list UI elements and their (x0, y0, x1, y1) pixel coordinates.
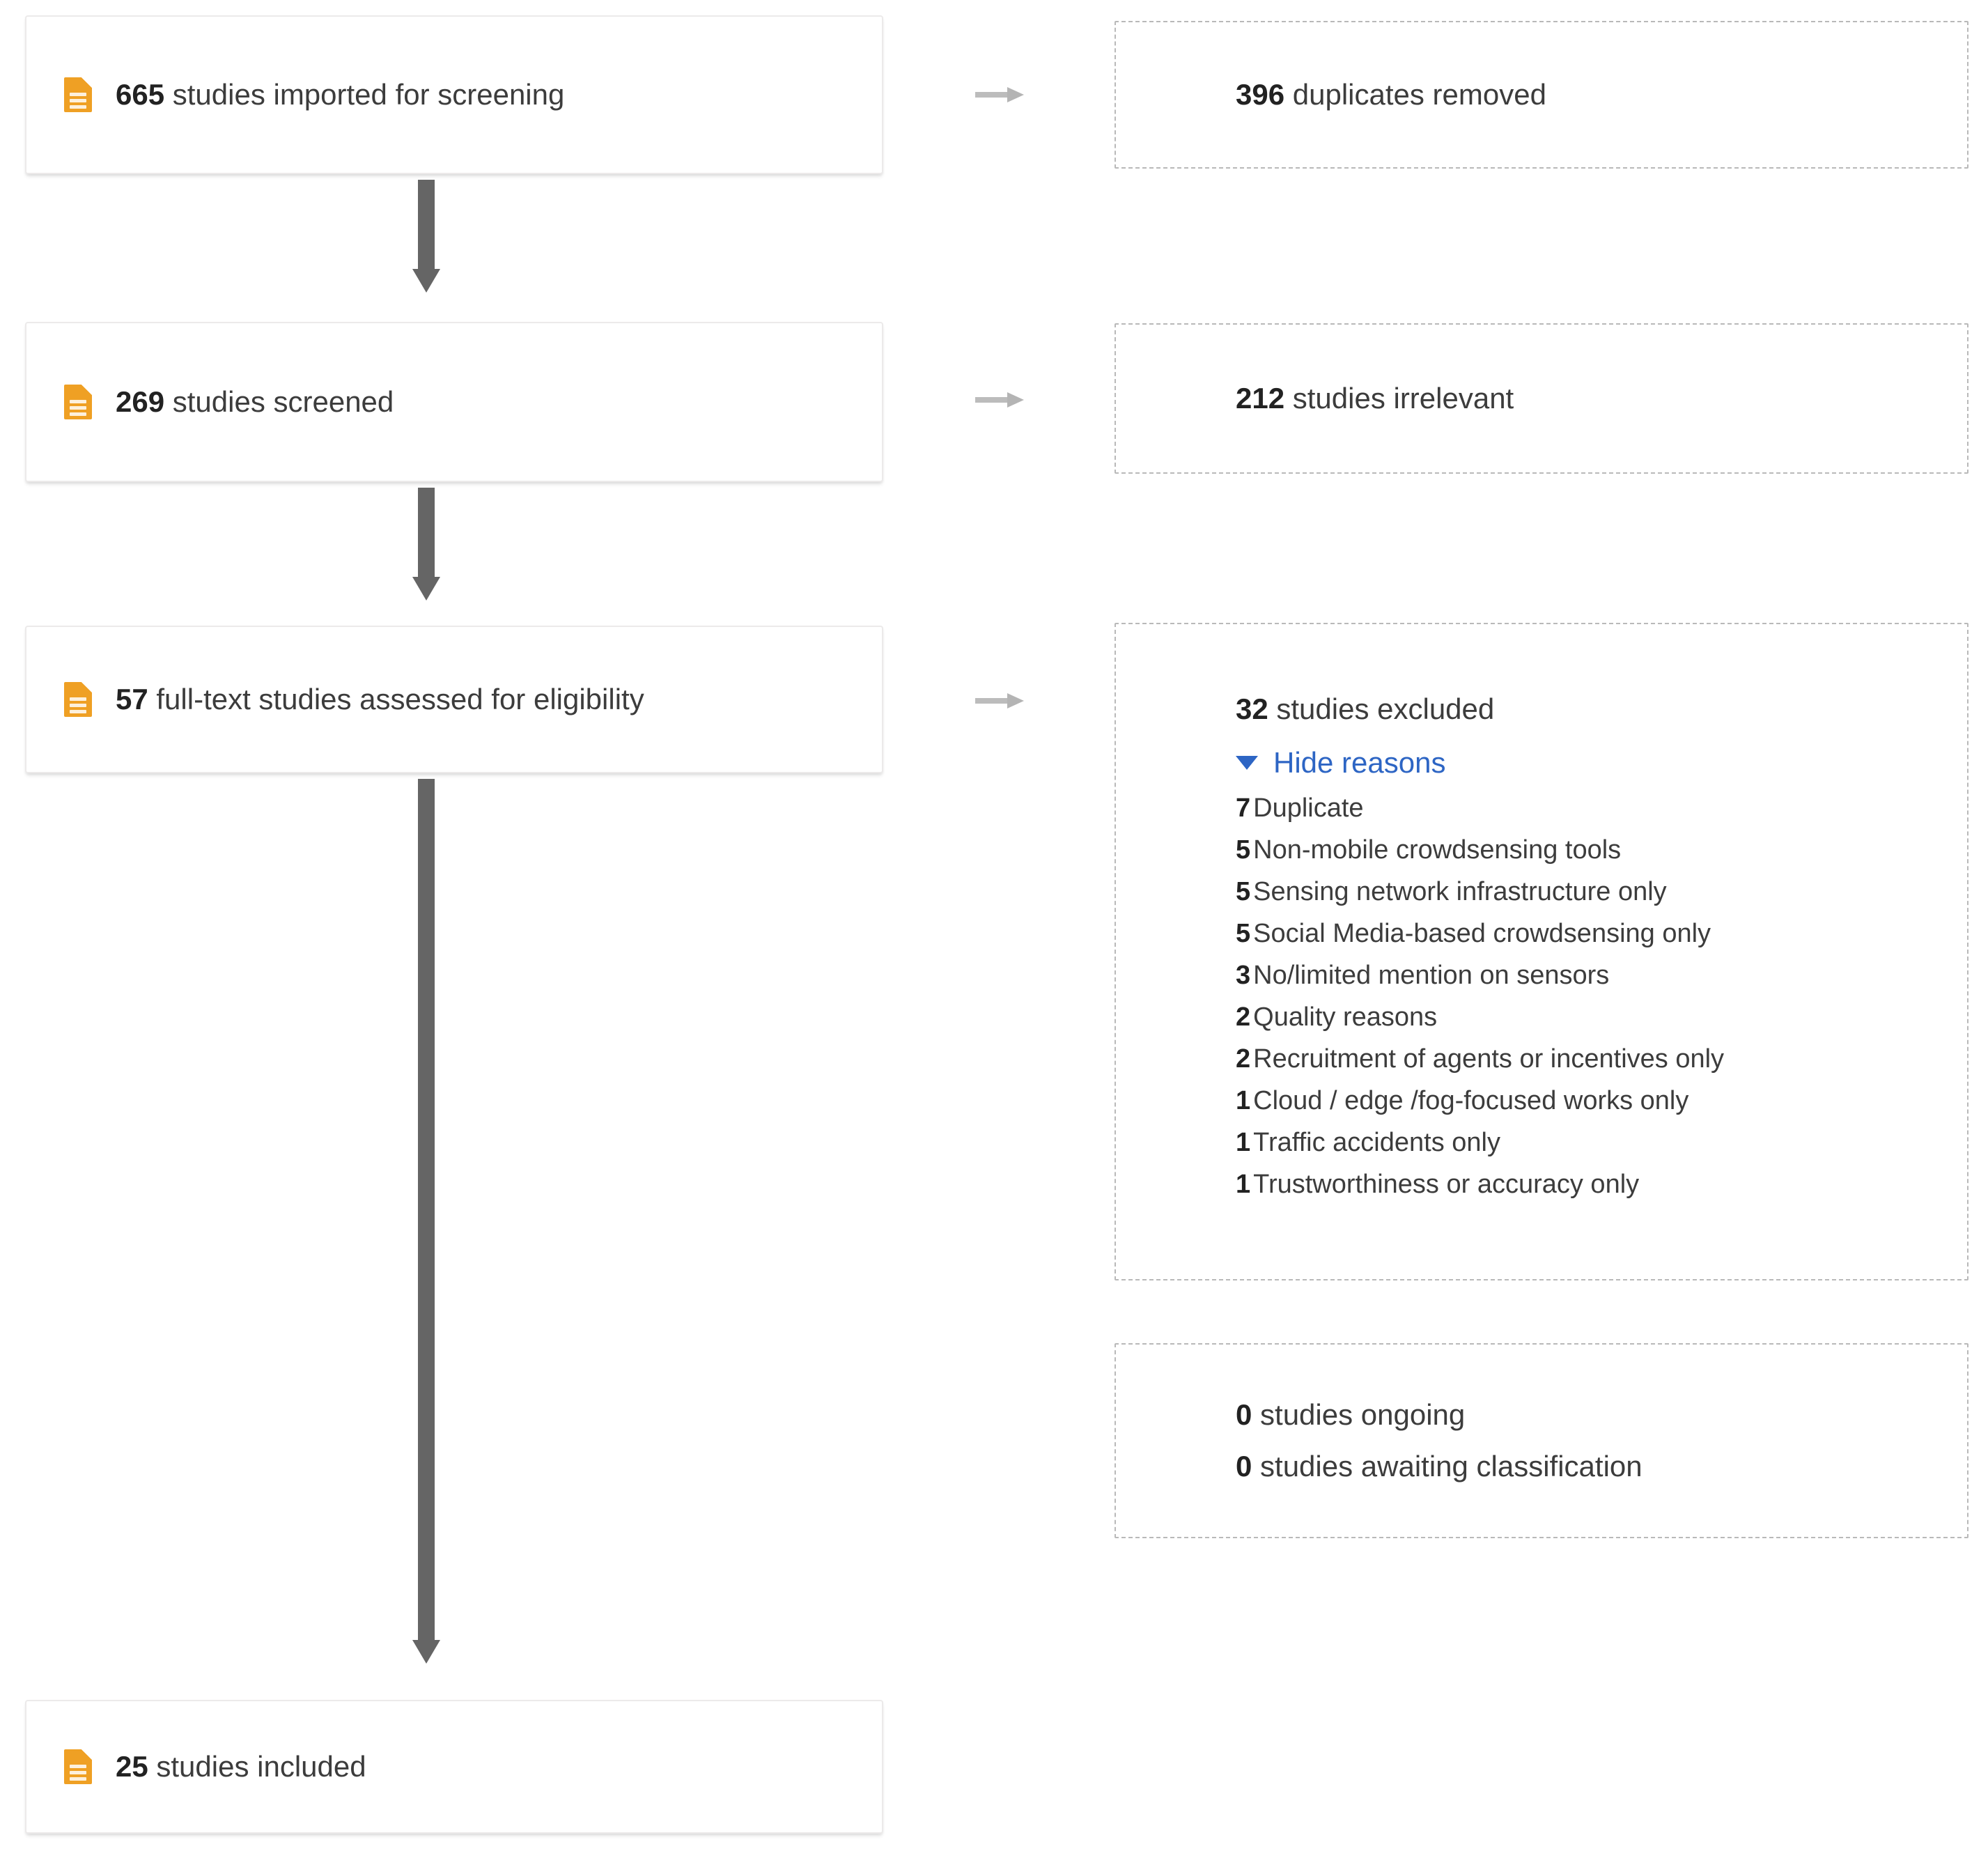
sidebox-text: duplicates removed (1284, 77, 1546, 111)
arrow-down-imported-to-screened (412, 180, 440, 293)
reason-count: 1 (1236, 1169, 1251, 1199)
node-count: 665 (116, 77, 165, 111)
arrow-right-to-irrelevant (975, 392, 1024, 408)
node-label: 269 studies screened (116, 385, 394, 419)
document-icon (64, 1749, 92, 1784)
reason-label: Sensing network infrastructure only (1253, 876, 1667, 906)
document-icon (64, 682, 92, 717)
sidebox-text: studies irrelevant (1284, 381, 1514, 415)
sidebox-studies-irrelevant[interactable]: 212 studies irrelevant (1115, 323, 1968, 474)
sidebox-label: 396 duplicates removed (1236, 77, 1967, 114)
sidebox-ongoing-awaiting[interactable]: 0 studies ongoing 0 studies awaiting cla… (1115, 1343, 1968, 1538)
reason-count: 2 (1236, 1044, 1251, 1074)
reason-count: 5 (1236, 918, 1251, 948)
node-studies-screened[interactable]: 269 studies screened (25, 322, 883, 482)
reason-count: 2 (1236, 1002, 1251, 1032)
reason-label: No/limited mention on sensors (1253, 960, 1610, 990)
hide-reasons-label: Hide reasons (1273, 745, 1446, 779)
reason-count: 5 (1236, 835, 1251, 865)
reason-count: 3 (1236, 960, 1251, 990)
node-text: full-text studies assessed for eligibili… (148, 682, 644, 715)
excluded-label: studies excluded (1268, 692, 1495, 725)
reason-count: 1 (1236, 1127, 1251, 1157)
node-label: 57 full-text studies assessed for eligib… (116, 682, 644, 717)
reason-label: Social Media-based crowdsensing only (1253, 918, 1711, 948)
reason-label: Cloud / edge /fog-focused works only (1253, 1085, 1689, 1115)
node-label: 25 studies included (116, 1749, 366, 1784)
awaiting-count: 0 (1236, 1450, 1252, 1482)
reason-label: Recruitment of agents or incentives only (1253, 1044, 1725, 1074)
arrow-right-to-duplicates (975, 87, 1024, 102)
ongoing-line: 0 studies ongoing (1236, 1400, 1967, 1430)
reason-label: Traffic accidents only (1253, 1127, 1500, 1157)
reason-label: Quality reasons (1253, 1002, 1438, 1032)
node-fulltext-assessed[interactable]: 57 full-text studies assessed for eligib… (25, 626, 883, 773)
reason-label: Non-mobile crowdsensing tools (1253, 835, 1622, 865)
awaiting-label: studies awaiting classification (1252, 1450, 1643, 1482)
reason-count: 7 (1236, 793, 1251, 823)
chevron-down-icon (1236, 755, 1258, 770)
sidebox-duplicates-removed[interactable]: 396 duplicates removed (1115, 21, 1968, 169)
arrow-down-screened-to-fulltext (412, 488, 440, 601)
reason-count: 5 (1236, 876, 1251, 906)
sidebox-count: 396 (1236, 77, 1285, 111)
node-count: 269 (116, 385, 165, 418)
node-count: 57 (116, 682, 148, 715)
node-label: 665 studies imported for screening (116, 77, 564, 112)
reason-label: Duplicate (1253, 793, 1364, 823)
ongoing-count: 0 (1236, 1398, 1252, 1431)
ongoing-label: studies ongoing (1252, 1398, 1466, 1431)
node-count: 25 (116, 1749, 148, 1783)
reason-count: 1 (1236, 1085, 1251, 1115)
sidebox-count: 212 (1236, 381, 1285, 415)
excluded-summary: 32 studies excluded (1236, 691, 1967, 728)
node-imported-for-screening[interactable]: 665 studies imported for screening (25, 15, 883, 174)
reason-label: Trustworthiness or accuracy only (1253, 1169, 1640, 1199)
document-icon (64, 385, 92, 419)
excluded-count: 32 (1236, 692, 1268, 725)
sidebox-label: 212 studies irrelevant (1236, 380, 1967, 417)
arrow-down-fulltext-to-included (412, 779, 440, 1664)
node-text: studies screened (164, 385, 394, 418)
document-icon (64, 77, 92, 112)
arrow-right-to-excluded (975, 693, 1024, 709)
node-text: studies included (148, 1749, 366, 1783)
node-studies-included[interactable]: 25 studies included (25, 1700, 883, 1834)
hide-reasons-toggle[interactable]: Hide reasons (1236, 746, 1445, 780)
node-text: studies imported for screening (164, 77, 565, 111)
awaiting-line: 0 studies awaiting classification (1236, 1452, 1967, 1481)
